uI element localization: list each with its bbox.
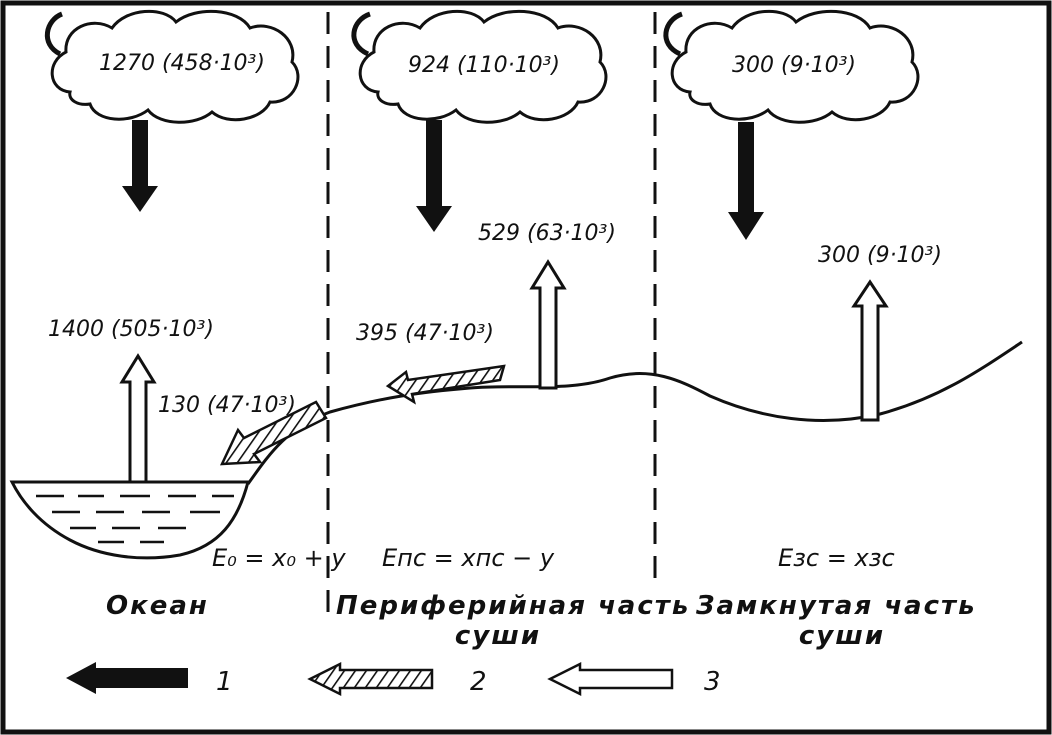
region-ocean-label: Океан bbox=[106, 591, 209, 621]
legend-number-1: 1 bbox=[216, 667, 233, 697]
evaporation-arrow-peripheral bbox=[529, 259, 567, 390]
region-peripheral-label-line1: Периферийная часть bbox=[336, 591, 690, 621]
equation-peripheral: Eпс = xпс − y bbox=[382, 544, 555, 572]
cloud-closed bbox=[663, 9, 920, 124]
legend-arrow-solid bbox=[66, 662, 188, 694]
evaporation-peripheral-label: 529 (63·10³) bbox=[478, 221, 616, 246]
ocean-basin bbox=[9, 480, 250, 560]
runoff-arrow-to-ocean bbox=[219, 400, 328, 466]
evaporation-arrow-closed bbox=[851, 279, 889, 422]
region-peripheral-label-line2: суши bbox=[455, 621, 541, 651]
evaporation-arrow-ocean bbox=[119, 353, 157, 484]
equation-closed: Eзс = xзс bbox=[778, 544, 895, 572]
cloud-ocean-label: 1270 (458·10³) bbox=[99, 51, 265, 76]
precipitation-arrow-closed bbox=[728, 122, 764, 240]
legend: 1 2 3 bbox=[66, 661, 721, 697]
evaporation-ocean-label: 1400 (505·10³) bbox=[48, 317, 214, 342]
cloud-ocean bbox=[44, 9, 300, 124]
evaporation-closed-label: 300 (9·10³) bbox=[818, 243, 942, 268]
runoff-to-ocean-label: 130 (47·10³) bbox=[158, 393, 296, 418]
legend-arrow-hollow bbox=[547, 661, 674, 697]
legend-number-2: 2 bbox=[470, 667, 487, 697]
cloud-peripheral-label: 924 (110·10³) bbox=[408, 53, 560, 78]
terrain-line bbox=[246, 340, 1023, 485]
precipitation-arrow-ocean bbox=[122, 120, 158, 212]
legend-arrow-hatched bbox=[307, 661, 434, 697]
runoff-peripheral-label: 395 (47·10³) bbox=[356, 321, 494, 346]
cloud-closed-label: 300 (9·10³) bbox=[732, 53, 856, 78]
region-closed-label-line1: Замкнутая часть bbox=[695, 591, 977, 621]
region-closed-label-line2: суши bbox=[799, 621, 885, 651]
cloud-peripheral bbox=[351, 9, 608, 124]
equation-ocean: E₀ = x₀ + y bbox=[212, 544, 346, 572]
runoff-arrow-peripheral bbox=[385, 364, 506, 405]
ocean-water-lines bbox=[36, 494, 234, 544]
precipitation-arrow-peripheral bbox=[416, 120, 452, 232]
legend-number-3: 3 bbox=[704, 667, 721, 697]
